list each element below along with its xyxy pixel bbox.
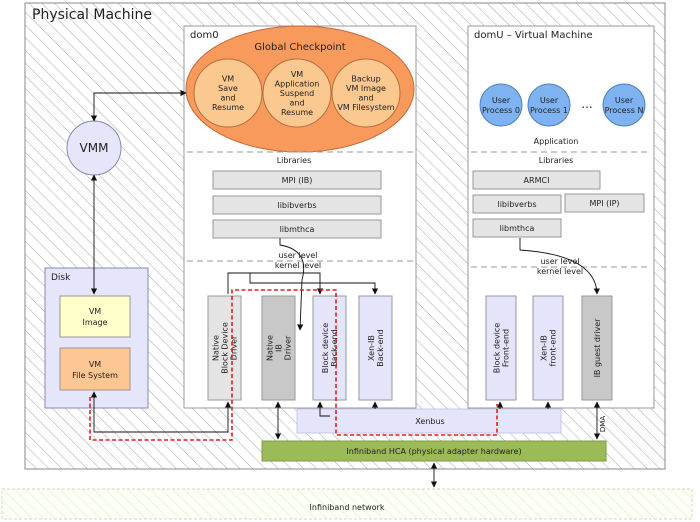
domU-driver-2-text-line-1: Xen-IB bbox=[539, 335, 548, 361]
checkpoint-circle-1-text-line-1: VM bbox=[222, 75, 234, 84]
domU-title: domU – Virtual Machine bbox=[474, 30, 593, 41]
infiniband-network-label: Infiniband network bbox=[310, 503, 385, 512]
vm-image-box bbox=[59, 295, 131, 338]
checkpoint-circle-2-text-line-4: and bbox=[289, 98, 304, 107]
vmm-label: VMM bbox=[80, 141, 109, 155]
dom0-user-level-label: user level bbox=[278, 251, 317, 260]
infiniband-hca-label: Infiniband HCA (physical adapter hardwar… bbox=[346, 447, 521, 456]
domU-driver-1-text-line-2: Front-end bbox=[501, 329, 510, 367]
user-process-2-text-line-2: Process 1 bbox=[530, 106, 568, 115]
domU-driver-3 bbox=[581, 295, 613, 401]
dom0-driver-3-text-line-2: Back-end bbox=[330, 329, 339, 366]
dom0-lib-1-label: MPI (IB) bbox=[282, 176, 313, 185]
connectors bbox=[90, 89, 601, 488]
user-process-3-text-line-1: User bbox=[615, 96, 634, 105]
user-process-1-text-line-1: User bbox=[492, 96, 511, 105]
dom0-lib-3-label: libmthca bbox=[280, 225, 315, 234]
dom0-lib-2-label: libibverbs bbox=[277, 201, 316, 210]
checkpoint-circle-3-text-line-1: Backup bbox=[351, 75, 380, 84]
checkpoint-circle-3-text-line-2: VM Image bbox=[346, 84, 386, 93]
dom0-driver-2-text-line-3: Driver bbox=[283, 335, 292, 360]
checkpoint-circle-3 bbox=[331, 58, 401, 128]
user-process-1 bbox=[479, 83, 523, 127]
domU-libraries-label: Libraries bbox=[539, 156, 574, 165]
domU-kernel-level-label: kernel level bbox=[537, 267, 583, 276]
domU-driver-2-text-line-2: front-end bbox=[548, 330, 557, 367]
vm-filesystem-line-2: File System bbox=[72, 371, 118, 380]
user-process-2 bbox=[527, 83, 571, 127]
user-process-1-text-line-2: Process 0 bbox=[482, 106, 520, 115]
infiniband-network-band bbox=[1, 488, 693, 520]
dom0-driver-1 bbox=[207, 295, 242, 401]
domU-lib-2 bbox=[472, 194, 562, 214]
vmm-to-checkpoint-arrow bbox=[90, 89, 187, 122]
dom0-driver-2 bbox=[261, 295, 296, 401]
blockbackend-xenbus-arrow bbox=[316, 401, 330, 417]
dom0-driver-1-text-line-3: Driver bbox=[229, 335, 238, 360]
dom0-lib-1 bbox=[212, 170, 382, 190]
dom0-lib-3 bbox=[212, 219, 382, 239]
vm-filesystem-box bbox=[59, 347, 131, 391]
checkpoint-circle-2-text-line-5: Resume bbox=[281, 108, 313, 117]
dma-label: DMA bbox=[599, 416, 607, 432]
global-checkpoint-title: Global Checkpoint bbox=[254, 42, 345, 53]
vm-image-line-1: VM bbox=[89, 307, 101, 316]
dom0-driver-1-text-line-1: Native bbox=[211, 335, 220, 361]
libmthca-to-nativeib-arrow bbox=[279, 238, 305, 331]
checkpoint-circle-3-text-line-3: and bbox=[358, 94, 373, 103]
domU-driver-1-text-line-1: Block device bbox=[492, 323, 501, 374]
user-process-2-text-line-1: User bbox=[540, 96, 559, 105]
filesystem-to-blockdriver-arrow bbox=[90, 391, 232, 433]
domU-lib-3-label: MPI (IP) bbox=[589, 199, 619, 208]
domU-lib-1 bbox=[472, 170, 601, 190]
dom0-kernel-level-label: kernel level bbox=[275, 261, 321, 270]
kernel-to-xenib-arrow bbox=[249, 273, 379, 295]
dom0-driver-4-text-line-2: Back-end bbox=[376, 329, 385, 366]
dom0-driver-4 bbox=[358, 295, 393, 401]
checkpoint-circle-1-text-line-4: Resume bbox=[212, 103, 244, 112]
vm-image-line-2: Image bbox=[82, 318, 107, 327]
dom0-libraries-label: Libraries bbox=[277, 156, 312, 165]
vm-filesystem-line-1: VM bbox=[89, 360, 101, 369]
dom0-title: dom0 bbox=[190, 30, 219, 41]
domU-lib-1-label: ARMCI bbox=[524, 176, 550, 185]
domU-driver-3-text-line-1: IB guest driver bbox=[593, 318, 602, 378]
checkpoint-circle-2-text-line-1: VM bbox=[291, 70, 303, 79]
domU-lib-2-label: libibverbs bbox=[497, 200, 536, 209]
infiniband-hca-bar bbox=[261, 440, 607, 462]
physical-machine-title: Physical Machine bbox=[32, 7, 152, 23]
domU-driver-2 bbox=[532, 295, 564, 401]
checkpoint-circle-1-text-line-3: and bbox=[220, 94, 235, 103]
kernel-to-blockbackend-arrow bbox=[227, 272, 324, 295]
user-process-3 bbox=[602, 83, 646, 127]
dom0-driver-3 bbox=[312, 295, 347, 401]
xenbus-box bbox=[296, 408, 562, 434]
user-process-3-text-line-2: Process N bbox=[605, 106, 644, 115]
domU-lib-4 bbox=[472, 218, 562, 238]
dom0-driver-2-text-line-1: Native bbox=[265, 335, 274, 361]
checkpoint-circle-1-text-line-2: Save bbox=[218, 84, 238, 93]
domU-lib-3 bbox=[564, 193, 645, 213]
checkpoint-data-path bbox=[89, 289, 498, 441]
checkpoint-circle-2 bbox=[262, 58, 332, 128]
process-ellipsis: ... bbox=[581, 97, 592, 111]
checkpoint-circle-2-text-line-2: Application bbox=[275, 79, 320, 88]
dom0-driver-2-text-line-2: IB bbox=[274, 344, 283, 352]
dom0-driver-4-text-line-1: Xen-IB bbox=[367, 335, 376, 361]
dom0-driver-3-text-line-1: Block device bbox=[321, 323, 330, 374]
dom0-lib-2 bbox=[212, 195, 382, 215]
disk-title: Disk bbox=[51, 273, 71, 283]
domU-libmthca-to-ibguest-arrow bbox=[519, 238, 600, 295]
application-label: Application bbox=[534, 137, 579, 146]
checkpoint-circle-3-text-line-4: VM Filesystem bbox=[337, 103, 394, 112]
domU-user-level-label: user level bbox=[540, 257, 579, 266]
checkpoint-circle-2-text-line-3: Suspend bbox=[280, 89, 314, 98]
dom0-driver-1-text-line-2: Block Device bbox=[220, 322, 229, 374]
domU-lib-4-label: libmthca bbox=[500, 224, 535, 233]
checkpoint-circle-1 bbox=[193, 58, 263, 128]
domU-driver-1 bbox=[485, 295, 517, 401]
xenbus-label: Xenbus bbox=[415, 417, 444, 426]
